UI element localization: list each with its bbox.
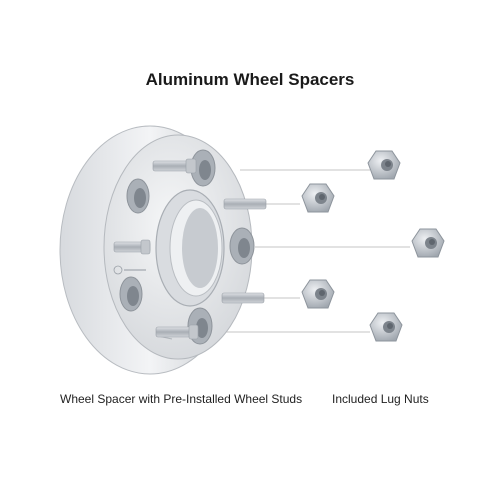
lug-nuts xyxy=(301,150,445,342)
wheel-stud-icon xyxy=(113,239,151,255)
wheel-stud-icon xyxy=(223,198,267,210)
spacer-caption: Wheel Spacer with Pre-Installed Wheel St… xyxy=(60,392,303,406)
wheel-spacer-icon xyxy=(59,125,255,375)
lug-nut-icon xyxy=(301,183,335,213)
wheel-stud-icon xyxy=(155,324,199,340)
wheel-stud-icon xyxy=(152,158,197,174)
lug-nuts-caption: Included Lug Nuts xyxy=(332,392,429,406)
page-title: Aluminum Wheel Spacers xyxy=(145,70,355,89)
leader-lines xyxy=(226,169,410,333)
lug-nut-icon xyxy=(369,312,403,342)
logo-mark-icon xyxy=(113,265,123,275)
wheel-studs xyxy=(113,158,267,340)
lug-nut-icon xyxy=(411,228,445,258)
lug-nut-icon xyxy=(301,279,335,309)
wheel-stud-icon xyxy=(221,292,265,304)
lug-nut-icon xyxy=(367,150,401,180)
